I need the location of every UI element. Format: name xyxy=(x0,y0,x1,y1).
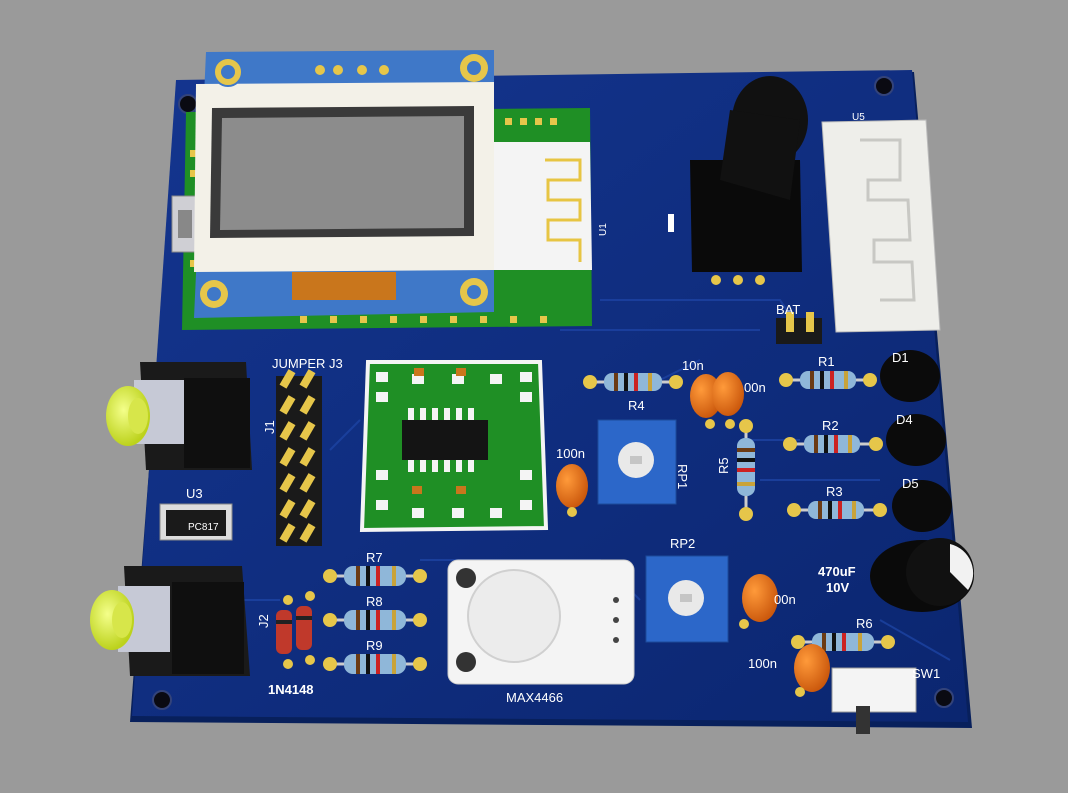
d4-label: D4 xyxy=(896,412,913,427)
u1-label: U1 xyxy=(598,223,609,236)
r5-label: R5 xyxy=(716,457,731,474)
resistor-r2: R2 xyxy=(783,418,883,453)
resistor-r8: R8 xyxy=(323,594,427,630)
bat-header: BAT xyxy=(776,302,822,344)
j2-audio-jack: J2 xyxy=(90,566,271,676)
capacitor-100n-bottom: 100n xyxy=(748,644,830,697)
r6-label: R6 xyxy=(856,616,873,631)
u5-connector: U5 xyxy=(821,112,941,333)
r8-label: R8 xyxy=(366,594,383,609)
electrolytic-capacitor: 470uF 10V xyxy=(818,538,974,612)
capacitor-100n-mid: 100n xyxy=(556,446,588,517)
rp1-label: RP1 xyxy=(675,464,690,489)
max4466-label: MAX4466 xyxy=(506,690,563,705)
capacitor-10n: 10n 00n xyxy=(682,358,766,429)
voltage-regulator xyxy=(668,76,808,285)
cap-100n-mid-label: 100n xyxy=(556,446,585,461)
potentiometer-rp2: RP2 xyxy=(645,536,729,643)
sw1-label: SW1 xyxy=(912,666,940,681)
cap-100n-bottom-label: 100n xyxy=(748,656,777,671)
resistor-r1: R1 xyxy=(779,354,877,389)
u3-label: U3 xyxy=(186,486,203,501)
led-d4: D4 xyxy=(886,412,946,466)
elcap-value-label: 470uF xyxy=(818,564,856,579)
j1-label: J1 xyxy=(262,420,277,434)
led-d1: D1 xyxy=(880,350,940,402)
r7-label: R7 xyxy=(366,550,383,565)
u3-optocoupler: U3 PC817 xyxy=(159,486,233,541)
switch-sw1: SW1 xyxy=(831,666,940,734)
r2-label: R2 xyxy=(822,418,839,433)
led-d5: D5 xyxy=(892,476,952,532)
potentiometer-rp1: RP1 xyxy=(597,419,690,505)
amplifier-module xyxy=(359,360,549,533)
d1-label: D1 xyxy=(892,350,909,365)
diode-1n4148: 1N4148 xyxy=(268,591,315,697)
r9-label: R9 xyxy=(366,638,383,653)
resistor-r3: R3 xyxy=(787,484,887,519)
capacitor-100n-rp2: 00n xyxy=(739,574,796,629)
resistor-r6: R6 xyxy=(791,616,895,651)
oled-display-module xyxy=(194,50,494,318)
cap-10n-label: 10n xyxy=(682,358,704,373)
rp2-label: RP2 xyxy=(670,536,695,551)
jumper-j3-header: JUMPER J3 J1 xyxy=(262,356,343,546)
r4-label: R4 xyxy=(628,398,645,413)
pc817-label: PC817 xyxy=(188,522,219,533)
max4466-module: MAX4466 xyxy=(447,559,635,705)
resistor-r4: R4 xyxy=(583,373,683,413)
j2-label: J2 xyxy=(256,614,271,628)
d5-label: D5 xyxy=(902,476,919,491)
resistor-r7: R7 xyxy=(323,550,427,586)
elcap-voltage-label: 10V xyxy=(826,580,849,595)
usb-connector xyxy=(171,195,199,253)
u5-label: U5 xyxy=(852,112,865,123)
resistor-r9: R9 xyxy=(323,638,427,674)
r3-label: R3 xyxy=(826,484,843,499)
jumper-j3-label: JUMPER J3 xyxy=(272,356,343,371)
j1-audio-jack xyxy=(106,362,252,470)
bat-label: BAT xyxy=(776,302,800,317)
r1-label: R1 xyxy=(818,354,835,369)
cap-100n-top-label: 00n xyxy=(744,380,766,395)
cap-100n-rp2-label: 00n xyxy=(774,592,796,607)
1n4148-label: 1N4148 xyxy=(268,682,314,697)
resistor-r5: R5 xyxy=(716,419,755,521)
